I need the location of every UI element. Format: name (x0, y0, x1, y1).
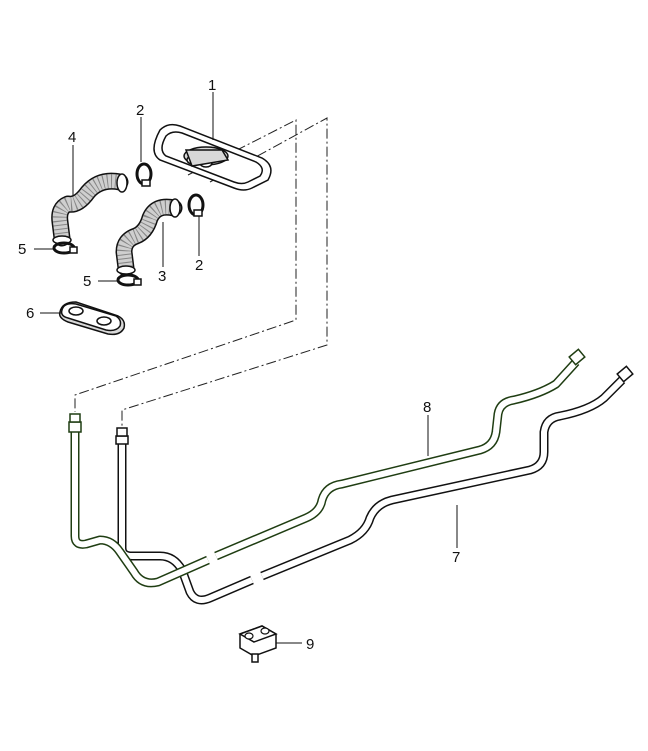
callouts: 1 2 4 5 5 3 2 6 8 7 9 (18, 77, 460, 653)
part-4-hose[interactable] (51, 172, 129, 247)
callout-5-upper: 5 (18, 241, 26, 258)
part-2-clamp-upper[interactable] (135, 162, 153, 187)
callout-2-upper: 2 (136, 102, 144, 119)
callout-4: 4 (68, 129, 76, 146)
part-5-clamp-lower[interactable] (116, 273, 142, 287)
callout-5-lower: 5 (83, 273, 91, 290)
leader-lines (34, 92, 458, 644)
part-6-grommet[interactable] (58, 301, 126, 336)
routing-lines (74, 117, 328, 428)
callout-2-lower: 2 (195, 257, 203, 274)
part-9-pipe-clip[interactable] (238, 625, 278, 663)
part-2-clamp-lower[interactable] (187, 193, 205, 217)
part-1-flange-plate[interactable] (153, 123, 272, 191)
callout-1: 1 (208, 77, 216, 94)
callout-3: 3 (158, 268, 166, 285)
callout-8: 8 (423, 399, 431, 416)
part-3-hose[interactable] (115, 198, 183, 277)
callout-6: 6 (26, 305, 34, 322)
part-8-pipe[interactable] (68, 348, 586, 588)
part-5-clamp-upper[interactable] (52, 241, 78, 255)
callout-9: 9 (306, 636, 314, 653)
callout-7: 7 (452, 549, 460, 566)
